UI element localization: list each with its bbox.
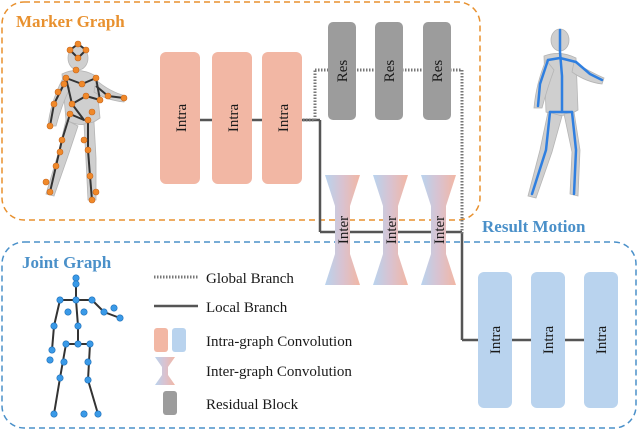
joint-graph-title: Joint Graph xyxy=(22,253,112,272)
legend-intra-graph: Intra-graph Convolution xyxy=(154,328,353,352)
svg-text:Intra: Intra xyxy=(174,104,190,133)
joint-graph-skeleton-icon xyxy=(46,274,124,418)
svg-text:Intra: Intra xyxy=(594,326,610,355)
svg-text:Inter-graph Convolution: Inter-graph Convolution xyxy=(206,364,352,380)
inter-block: Inter xyxy=(325,175,360,285)
svg-text:Intra-graph Convolution: Intra-graph Convolution xyxy=(206,334,353,350)
svg-text:Res: Res xyxy=(382,60,398,83)
marker-graph-panel xyxy=(1,1,481,221)
intra-block: Intra xyxy=(478,272,512,408)
svg-text:Intra: Intra xyxy=(488,326,504,355)
intra-block: Intra xyxy=(584,272,618,408)
result-motion-title: Result Motion xyxy=(482,217,586,236)
legend-global-branch: Global Branch xyxy=(154,271,294,287)
legend-inter-graph: Inter-graph Convolution xyxy=(155,357,352,385)
joint-graph-panel xyxy=(1,241,637,429)
svg-text:Inter: Inter xyxy=(384,216,400,244)
svg-text:Intra: Intra xyxy=(541,326,557,355)
svg-text:Global Branch: Global Branch xyxy=(206,271,294,287)
svg-text:Inter: Inter xyxy=(336,216,352,244)
marker-graph-title: Marker Graph xyxy=(16,12,125,31)
intra-block: Intra xyxy=(212,52,252,184)
svg-text:Intra: Intra xyxy=(226,104,242,133)
intra-block: Intra xyxy=(160,52,200,184)
residual-block: Res xyxy=(328,22,356,120)
result-motion-figure-icon xyxy=(527,28,605,199)
svg-text:Local Branch: Local Branch xyxy=(206,300,288,316)
inter-block: Inter xyxy=(373,175,408,285)
inter-block: Inter xyxy=(421,175,456,285)
legend-local-branch: Local Branch xyxy=(154,300,288,316)
svg-text:Res: Res xyxy=(430,60,446,83)
residual-block: Res xyxy=(375,22,403,120)
legend: Global Branch Local Branch Intra-graph C… xyxy=(154,271,353,415)
legend-residual-block: Residual Block xyxy=(163,391,299,415)
residual-block: Res xyxy=(423,22,451,120)
intra-block: Intra xyxy=(531,272,565,408)
svg-text:Inter: Inter xyxy=(432,216,448,244)
svg-text:Res: Res xyxy=(335,60,351,83)
svg-text:Intra: Intra xyxy=(276,104,292,133)
marker-graph-figure-icon xyxy=(42,40,128,204)
intra-block: Intra xyxy=(262,52,302,184)
svg-text:Residual Block: Residual Block xyxy=(206,397,299,413)
